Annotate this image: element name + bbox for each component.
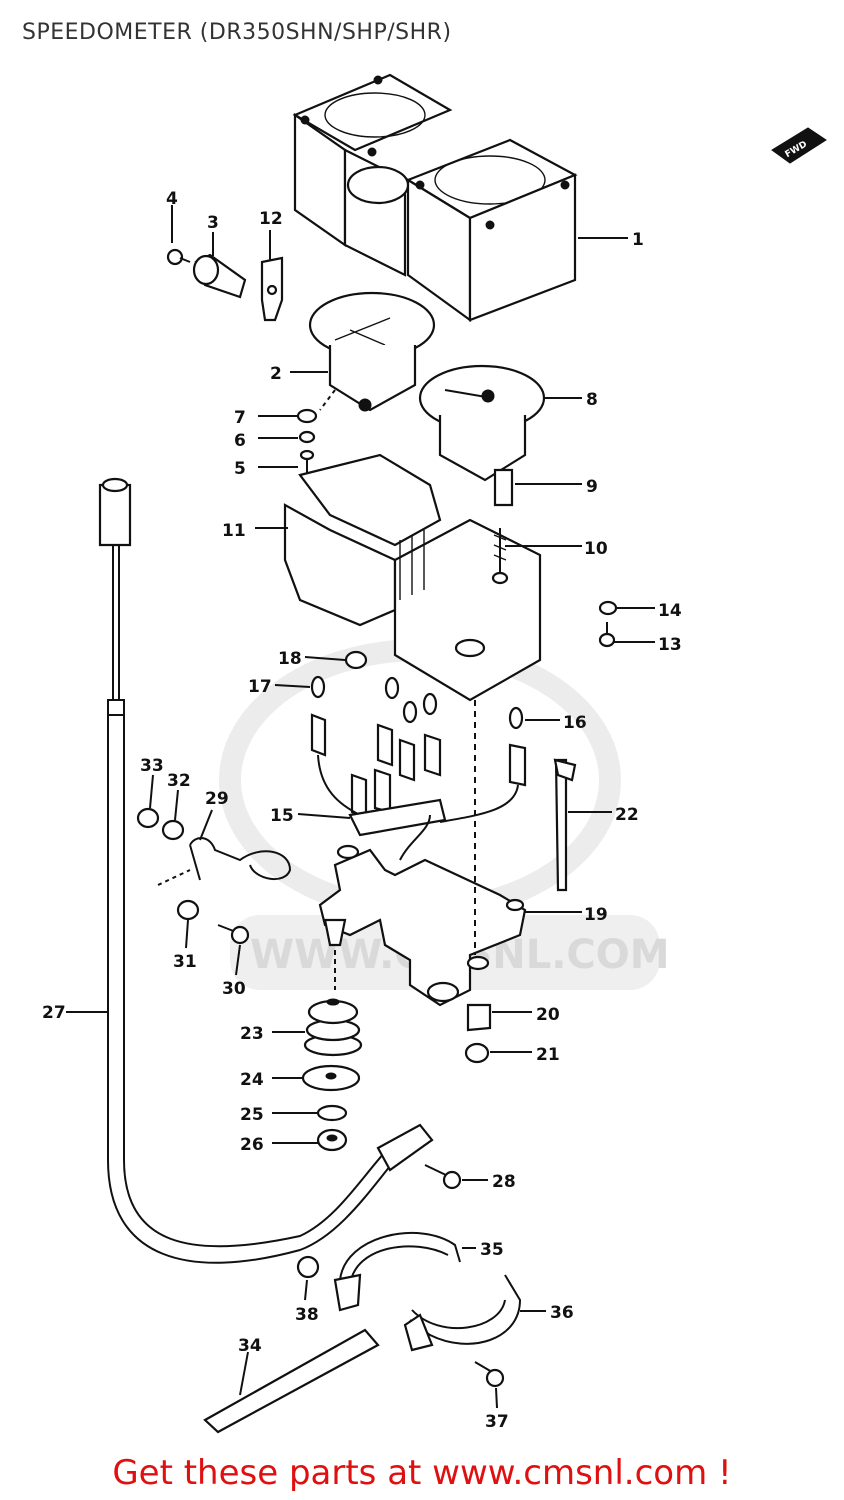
callout-22: 22	[615, 805, 639, 825]
part-35-clamp	[333, 1231, 461, 1312]
leader-lines	[66, 205, 655, 1409]
part-38-nut	[296, 1255, 320, 1279]
callout-labels: 1 2 3 4 5 6 7 8 9 10 11 12 13 14 15 16 1…	[42, 189, 682, 1432]
part-1-meter-case	[292, 73, 578, 323]
callout-23: 23	[240, 1024, 264, 1044]
callout-7: 7	[234, 408, 246, 428]
part-10-screw	[491, 528, 509, 585]
callout-12: 12	[259, 209, 283, 229]
callout-13: 13	[658, 635, 682, 655]
callout-26: 26	[240, 1135, 264, 1155]
part-7-washer	[296, 408, 318, 424]
part-34-strap	[203, 1328, 380, 1434]
callout-33: 33	[140, 756, 164, 776]
callout-8: 8	[586, 390, 598, 410]
part-24-washer	[301, 1064, 361, 1092]
part-15-wiring-harness	[310, 713, 527, 861]
callout-16: 16	[563, 713, 587, 733]
part-13-screw	[598, 622, 616, 648]
part-21-nut	[464, 1042, 490, 1064]
part-29-spring	[189, 837, 292, 881]
part-19-bracket	[318, 844, 527, 1007]
callout-31: 31	[173, 952, 197, 972]
part-22-clamp-band	[553, 758, 577, 892]
callout-15: 15	[270, 806, 294, 826]
part-23-damper	[303, 998, 363, 1057]
callout-11: 11	[222, 521, 246, 541]
part-8-speedometer	[418, 364, 546, 507]
callout-18: 18	[278, 649, 302, 669]
callout-17: 17	[248, 677, 272, 697]
part-30-screw	[217, 924, 250, 945]
callout-30: 30	[222, 979, 246, 999]
part-36-clamp	[403, 1274, 522, 1352]
part-28-screw	[424, 1164, 462, 1190]
callout-5: 5	[234, 459, 246, 479]
callout-29: 29	[205, 789, 229, 809]
part-14-nut	[598, 600, 618, 616]
callout-19: 19	[584, 905, 608, 925]
part-25-washer	[316, 1104, 348, 1122]
callout-25: 25	[240, 1105, 264, 1125]
callout-21: 21	[536, 1045, 560, 1065]
callout-24: 24	[240, 1070, 264, 1090]
footer-link-text[interactable]: Get these parts at www.cmsnl.com !	[112, 1453, 732, 1493]
part-26-nut	[316, 1128, 348, 1152]
callout-1: 1	[632, 230, 644, 250]
part-16-bulb	[508, 706, 524, 730]
part-12-bracket	[260, 256, 284, 322]
callout-27: 27	[42, 1003, 66, 1023]
callout-37: 37	[485, 1412, 509, 1432]
callout-2: 2	[270, 364, 282, 384]
callout-10: 10	[584, 539, 608, 559]
part-11-lower-case	[283, 453, 542, 702]
callout-32: 32	[167, 771, 191, 791]
fwd-arrow-icon: FWD	[771, 127, 827, 164]
part-27-speedometer-cable	[98, 477, 434, 1264]
part-2-tachometer	[308, 291, 436, 412]
part-17-bulb	[310, 675, 326, 699]
callout-38: 38	[295, 1305, 319, 1325]
callout-20: 20	[536, 1005, 560, 1025]
callout-35: 35	[480, 1240, 504, 1260]
callout-34: 34	[238, 1336, 262, 1356]
part-3-drive-gear	[192, 253, 247, 299]
callout-14: 14	[658, 601, 682, 621]
part-20-grommet	[466, 1003, 492, 1032]
part-6-washer	[298, 430, 316, 444]
part-33-screw	[136, 807, 160, 829]
callout-36: 36	[550, 1303, 574, 1323]
part-4-screw	[166, 248, 191, 266]
part-31-washer	[176, 899, 200, 921]
page-title: SPEEDOMETER (DR350SHN/SHP/SHR)	[22, 20, 452, 45]
part-37-screw	[474, 1361, 505, 1388]
callout-4: 4	[166, 189, 178, 209]
callout-6: 6	[234, 431, 246, 451]
part-18-grommet	[344, 650, 368, 670]
part-5-screw	[299, 449, 315, 473]
part-32-washer	[161, 819, 185, 841]
bulbs-group	[384, 676, 438, 724]
callout-9: 9	[586, 477, 598, 497]
callout-3: 3	[207, 213, 219, 233]
callout-28: 28	[492, 1172, 516, 1192]
